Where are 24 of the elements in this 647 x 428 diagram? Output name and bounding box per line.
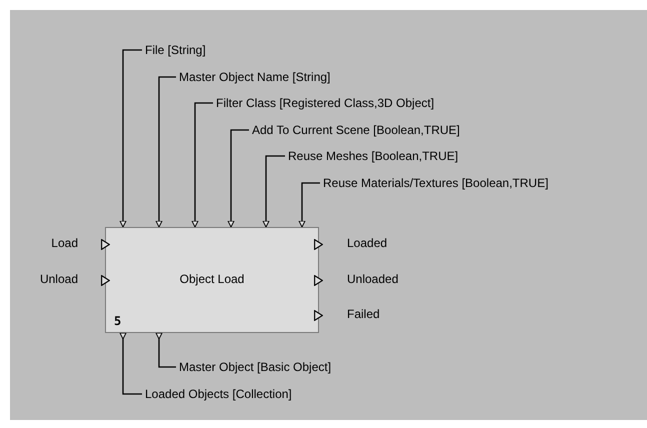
leader-line (262, 155, 285, 228)
pin-label: Unloaded (347, 272, 398, 286)
parameter-label: Master Object [Basic Object] (179, 360, 332, 374)
leader-line (156, 332, 176, 368)
building-block-box (105, 227, 319, 333)
block-number: 5 (114, 314, 122, 328)
pin-label: Loaded (347, 236, 388, 250)
leader-line (298, 182, 320, 228)
parameter-label: Master Object Name [String] (179, 70, 330, 84)
leader-line (228, 129, 249, 228)
parameter-label: Reuse Meshes [Boolean,TRUE] (288, 149, 458, 163)
parameter-label: Filter Class [Registered Class,3D Object] (216, 96, 434, 110)
leader-line (156, 76, 176, 228)
pin-label: Load (51, 236, 78, 250)
parameter-label: Add To Current Scene [Boolean,TRUE] (252, 123, 460, 137)
block-title: Object Load (178, 272, 246, 286)
leader-line (120, 332, 142, 395)
leader-line (120, 49, 142, 228)
parameter-label: File [String] (145, 43, 206, 57)
parameter-label: Reuse Materials/Textures [Boolean,TRUE] (323, 176, 548, 190)
parameter-label: Loaded Objects [Collection] (145, 387, 292, 401)
pin-label: Unload (40, 272, 78, 286)
pin-label: Failed (347, 307, 380, 321)
leader-line (192, 102, 213, 228)
